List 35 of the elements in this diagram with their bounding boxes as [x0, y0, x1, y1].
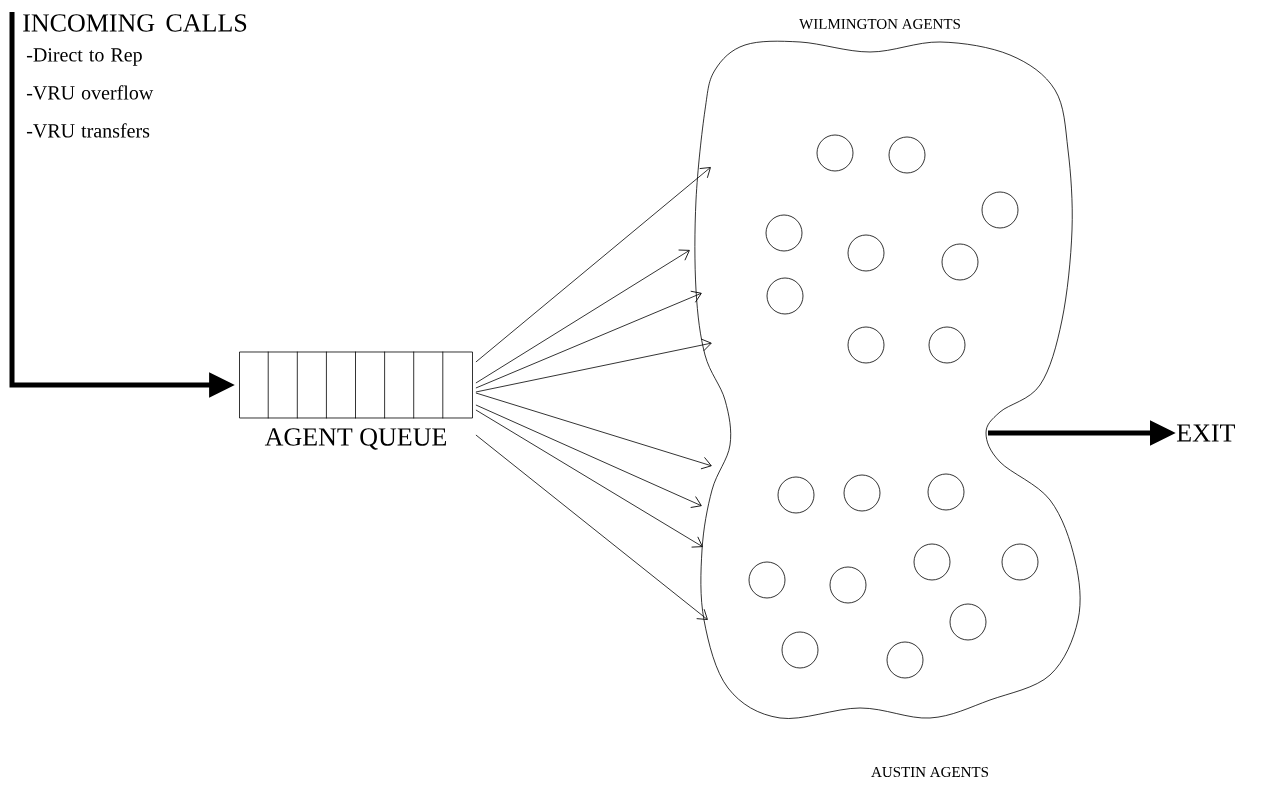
list-item: -Direct to Rep	[26, 48, 142, 66]
exit-label: EXIT	[1176, 424, 1235, 442]
agent-circle	[886, 641, 924, 679]
agent-circle	[765, 214, 803, 252]
agent-circle	[981, 191, 1019, 229]
list-item: -VRU transfers	[26, 123, 150, 138]
arrow	[475, 434, 708, 620]
agent-circle	[1001, 543, 1039, 581]
agent-circle	[888, 136, 926, 174]
arrow	[475, 290, 702, 389]
site-label: WILMINGTON AGENTS	[799, 18, 960, 30]
site-label: AUSTIN AGENTS	[871, 766, 988, 778]
agent-circle	[949, 603, 987, 641]
agent-circle	[847, 234, 885, 272]
agent-circle	[913, 543, 951, 581]
arrow	[475, 392, 712, 470]
queue-label: AGENT QUEUE	[264, 428, 447, 450]
agent-circle	[781, 631, 819, 669]
arrow	[475, 409, 703, 548]
agent-circle	[927, 473, 965, 511]
arrow	[475, 249, 690, 384]
agent-circle	[829, 566, 867, 604]
agent-circle	[843, 474, 881, 512]
heading: INCOMING CALLS	[23, 14, 247, 32]
agent-circle	[941, 243, 979, 281]
agent-circle	[816, 134, 854, 172]
agent-circle	[766, 277, 804, 315]
arrow	[475, 404, 702, 508]
agent-circle	[847, 326, 885, 364]
agent-circle	[928, 326, 966, 364]
list-item: -VRU overflow	[26, 85, 154, 100]
arrow	[475, 167, 711, 363]
agent-circle	[777, 476, 815, 514]
agent-circle	[748, 561, 786, 599]
arrow	[475, 338, 712, 393]
